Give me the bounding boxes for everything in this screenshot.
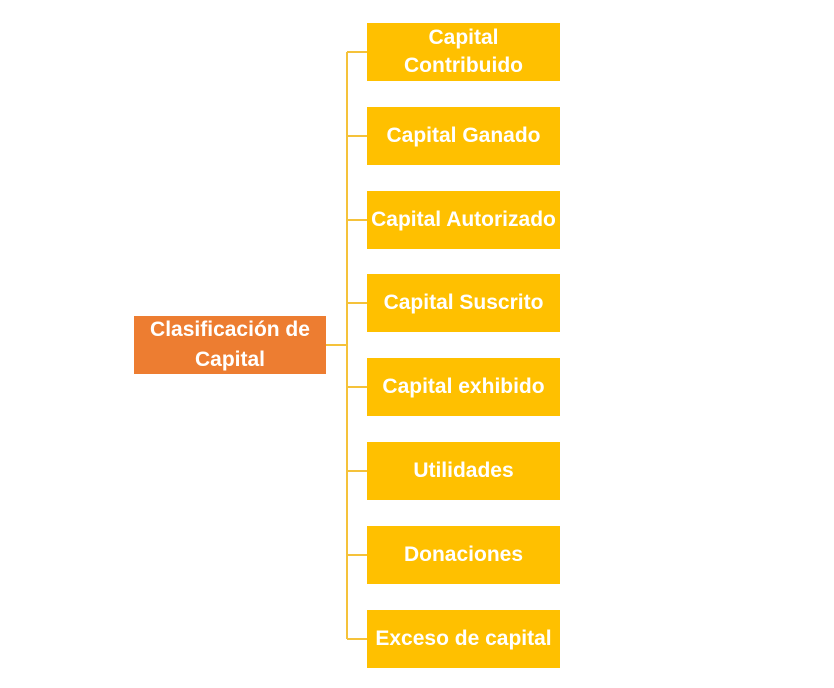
child-node-label: Capital exhibido (382, 375, 545, 398)
child-node-utilidades: Utilidades (367, 442, 560, 500)
child-node-exceso-de-capital: Exceso de capital (367, 610, 560, 668)
child-node-label: Capital Ganado (386, 124, 541, 147)
child-node-label: Donaciones (403, 543, 524, 566)
child-node-label: Capital Suscrito (383, 291, 544, 314)
child-node-capital-contribuido: Capital Contribuido (367, 23, 560, 81)
root-node-label: Clasificación de Capital (150, 318, 310, 371)
child-node-label: Capital Autorizado (371, 208, 556, 231)
child-node-capital-ganado: Capital Ganado (367, 107, 560, 165)
child-node-capital-autorizado: Capital Autorizado (367, 191, 560, 249)
child-node-capital-suscrito: Capital Suscrito (367, 274, 560, 332)
child-node-label: Capital Contribuido (404, 26, 523, 77)
child-node-donaciones: Donaciones (367, 526, 560, 584)
child-node-capital-exhibido: Capital exhibido (367, 358, 560, 416)
root-node: Clasificación de Capital (134, 316, 326, 374)
child-node-label: Utilidades (413, 459, 514, 482)
child-node-label: Exceso de capital (375, 627, 552, 650)
